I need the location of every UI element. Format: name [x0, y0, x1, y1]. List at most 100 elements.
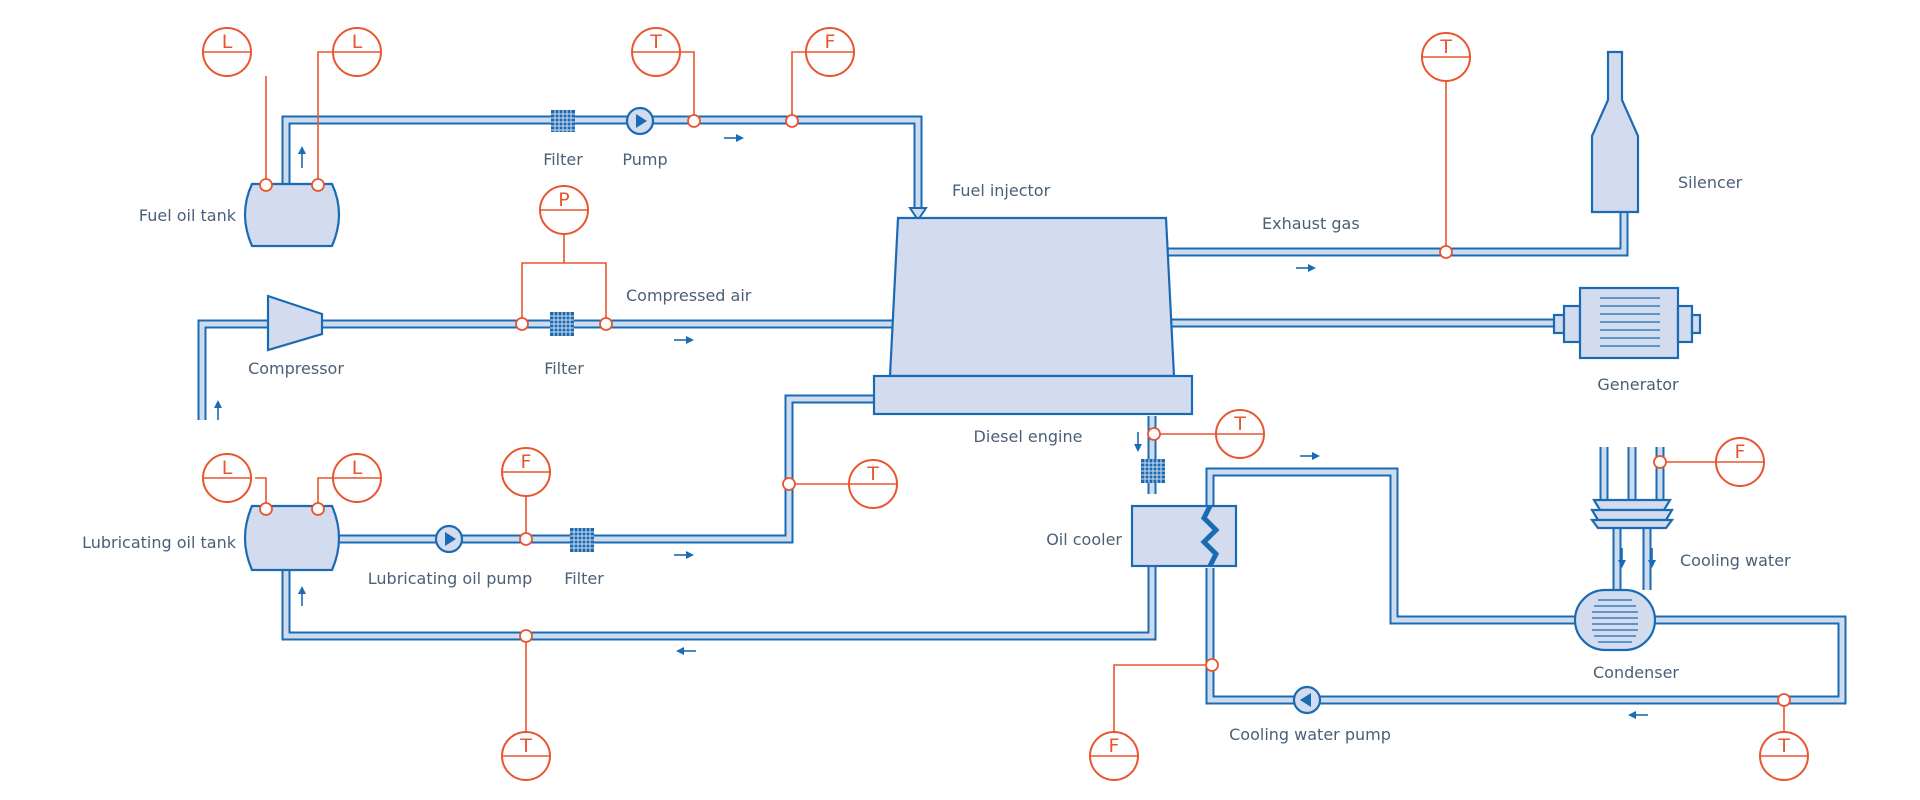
- tap-lube-supply-temp: [782, 477, 796, 491]
- fuel-flow-gauge: F: [805, 27, 855, 77]
- label-fuel-oil-tank: Fuel oil tank: [139, 206, 237, 225]
- flow-arrow-right-lube: [674, 551, 694, 559]
- tap-cooling-temp: [1777, 693, 1791, 707]
- flow-arrow-up-lube-tank: [298, 586, 306, 606]
- fuel-oil-tank: [243, 182, 341, 248]
- tap-exhaust-temp: [1439, 245, 1453, 259]
- oil-cooler: [1130, 504, 1238, 568]
- equipment: [243, 50, 1702, 715]
- label-cooling-water: Cooling water: [1680, 551, 1791, 570]
- air-filter-icon: [550, 312, 574, 336]
- instrument-symbol: L: [222, 31, 233, 53]
- label-compressed-air: Compressed air: [626, 286, 752, 305]
- instrument-symbol: F: [521, 451, 532, 473]
- flow-arrow-right-fuel-line: [724, 134, 744, 142]
- flow-arrow-right-cooling: [1300, 452, 1320, 460]
- lubricating-oil-tank: [243, 504, 341, 572]
- lube-pump-icon: [434, 524, 464, 554]
- generator: [1552, 286, 1702, 360]
- label-fuel-pump: Pump: [622, 150, 667, 169]
- tap-engine-outlet-temp: [1147, 427, 1161, 441]
- instrument-symbol: T: [519, 735, 532, 757]
- tap-lube-tank-1: [259, 502, 273, 516]
- silencer: [1590, 50, 1640, 214]
- label-compressor: Compressor: [248, 359, 344, 378]
- instrument-symbol: T: [649, 31, 662, 53]
- label-lubricating-oil-tank: Lubricating oil tank: [82, 533, 237, 552]
- label-generator: Generator: [1597, 375, 1679, 394]
- label-exhaust-gas: Exhaust gas: [1262, 214, 1360, 233]
- flow-arrow-right-exhaust: [1296, 264, 1316, 272]
- cooling-water-pump-icon: [1292, 685, 1322, 715]
- label-lubricating-oil-pump: Lubricating oil pump: [368, 569, 532, 588]
- flow-arrow-down-condenser-1: [1618, 548, 1626, 568]
- flow-arrow-down-engine-outlet: [1134, 432, 1142, 452]
- label-lube-filter: Filter: [564, 569, 604, 588]
- labels: Fuel oil tank Filter Pump Fuel injector …: [82, 150, 1791, 744]
- lube-filter-icon: [570, 528, 594, 552]
- lube-return-temperature-gauge: T: [501, 731, 551, 781]
- cooling-water-flow-gauge-bottom: F: [1089, 731, 1139, 781]
- flow-arrows: [214, 134, 1656, 719]
- condenser: [1573, 588, 1657, 652]
- exhaust-pipe: [1168, 210, 1629, 257]
- cooling-water-temperature-gauge: T: [1759, 731, 1809, 781]
- label-cooling-water-pump: Cooling water pump: [1229, 725, 1391, 744]
- fuel-temperature-gauge: T: [631, 27, 681, 77]
- instrument-symbol: F: [1109, 735, 1120, 757]
- tap-lube-flow: [519, 532, 533, 546]
- lube-tank-level-gauge-1: L: [202, 453, 252, 503]
- fuel-pump-icon: [625, 106, 655, 136]
- label-fuel-injector: Fuel injector: [952, 181, 1051, 200]
- tap-cooling-flow-bottom: [1205, 658, 1219, 672]
- compressor-icon: [266, 294, 324, 352]
- tap-fuel-tank-1: [259, 178, 273, 192]
- instrument-lines: [255, 51, 1785, 738]
- label-fuel-filter: Filter: [543, 150, 583, 169]
- tap-lube-tank-2: [311, 502, 325, 516]
- tap-air-pressure-1: [515, 317, 529, 331]
- instrument-symbol: L: [352, 31, 363, 53]
- flow-arrow-up-fuel-tank: [298, 146, 306, 168]
- fuel-tank-level-gauge-1: L: [202, 27, 252, 77]
- cooling-water-flow-gauge-top: F: [1715, 437, 1765, 487]
- lube-supply-pipe: [336, 394, 874, 544]
- flow-arrow-left-lube-return: [676, 647, 696, 655]
- exhaust-temperature-gauge: T: [1421, 32, 1471, 82]
- cooling-tower-stack: [1589, 498, 1675, 530]
- fuel-line-pipe: [281, 115, 923, 208]
- instrument-symbol: P: [558, 189, 569, 211]
- flow-arrow-up-air-inlet: [214, 400, 222, 420]
- tap-lube-return-temp: [519, 629, 533, 643]
- tap-fuel-temp: [687, 114, 701, 128]
- lube-supply-temperature-gauge: T: [848, 459, 898, 509]
- instrument-symbol: L: [352, 457, 363, 479]
- instrument-symbol: T: [866, 463, 879, 485]
- instrument-symbol: T: [1439, 36, 1452, 58]
- lube-flow-gauge: F: [501, 447, 551, 497]
- flow-arrow-down-condenser-2: [1648, 548, 1656, 568]
- label-condenser: Condenser: [1593, 663, 1679, 682]
- label-silencer: Silencer: [1678, 173, 1743, 192]
- pipes: [197, 115, 1847, 705]
- tap-fuel-tank-2: [311, 178, 325, 192]
- fuel-tank-level-gauge-2: L: [332, 27, 382, 77]
- instrument-taps: [259, 114, 1791, 707]
- tap-air-pressure-2: [599, 317, 613, 331]
- fuel-injector-nozzle: [908, 207, 928, 222]
- air-pressure-gauge: P: [539, 185, 589, 235]
- instrument-symbol: F: [1735, 441, 1746, 463]
- label-diesel-engine: Diesel engine: [974, 427, 1083, 446]
- instrument-symbol: F: [825, 31, 836, 53]
- diesel-engine: [872, 216, 1194, 416]
- fuel-filter-icon: [551, 110, 575, 132]
- instrument-symbol: T: [1777, 735, 1790, 757]
- tap-fuel-flow: [785, 114, 799, 128]
- tap-cooling-flow-top: [1653, 455, 1667, 469]
- engine-outlet-filter-icon: [1141, 459, 1165, 483]
- label-oil-cooler: Oil cooler: [1046, 530, 1122, 549]
- instrument-symbol: L: [222, 457, 233, 479]
- lube-tank-level-gauge-2: L: [332, 453, 382, 503]
- label-air-filter: Filter: [544, 359, 584, 378]
